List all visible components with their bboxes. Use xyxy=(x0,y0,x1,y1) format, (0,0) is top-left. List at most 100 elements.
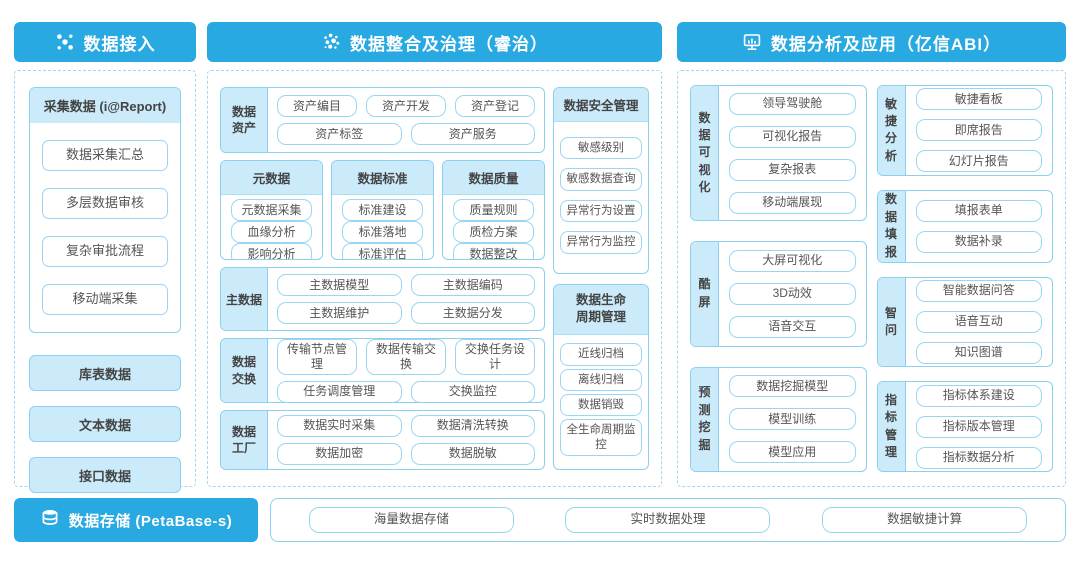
group-label: 智问 xyxy=(877,277,906,367)
group-title: 数据质量 xyxy=(443,161,544,196)
group-data-lifecycle: 数据生命周期管理 近线归档 离线归档 数据销毁 全生命周期监控 xyxy=(553,283,649,470)
group-data-standard: 数据标准 标准建设 标准落地 标准评估 xyxy=(331,160,434,261)
item-pill: 移动端采集 xyxy=(42,284,168,315)
item-pill: 指标版本管理 xyxy=(915,415,1042,438)
header-data-access: 数据接入 xyxy=(14,22,196,62)
item-pill: 数据加密 xyxy=(277,442,402,465)
item-pill: 血缘分析 xyxy=(231,221,312,244)
item-pill: 数据采集汇总 xyxy=(42,140,168,171)
item-pill: 主数据维护 xyxy=(277,302,402,325)
item-pill: 智能数据问答 xyxy=(915,279,1042,302)
group-data-exchange: 数据交换 传输节点管理 数据传输交换 交换任务设计 任务调度管理 交换监控 xyxy=(220,338,545,403)
group-title: 元数据 xyxy=(221,161,322,196)
item-pill: 即席报告 xyxy=(915,119,1042,142)
header-label: 数据整合及治理（睿治） xyxy=(350,34,548,54)
group-data-filling: 数据填报 填报表单 数据补录 xyxy=(876,189,1053,263)
item-pill: 知识图谱 xyxy=(915,341,1042,364)
item-pill: 语音交互 xyxy=(729,315,856,338)
group-master-data: 主数据 主数据模型 主数据编码 主数据维护 主数据分发 xyxy=(220,267,545,332)
item-pill: 敏捷看板 xyxy=(915,88,1042,111)
item-pill: 敏感数据查询 xyxy=(560,168,642,191)
group-visualization: 数据可视化 领导驾驶舱 可视化报告 复杂报表 移动端展现 xyxy=(690,85,867,221)
item-pill: 标准评估 xyxy=(342,243,423,260)
item-pill: 主数据编码 xyxy=(410,274,535,297)
item-pill: 复杂报表 xyxy=(729,158,856,181)
item-pill: 移动端展现 xyxy=(729,191,856,214)
group-data-asset: 数据资产 资产编目 资产开发 资产登记 资产标签 资产服务 xyxy=(220,87,545,154)
group-label: 酷屏 xyxy=(691,242,719,346)
item-pill: 模型训练 xyxy=(729,408,856,431)
dots-cluster-icon xyxy=(321,32,341,52)
panel-governance: 数据资产 资产编目 资产开发 资产登记 资产标签 资产服务 xyxy=(207,70,662,487)
item-pill: 数据整改 xyxy=(453,243,534,260)
item-pill: 交换任务设计 xyxy=(455,339,535,375)
item-pill: 质检方案 xyxy=(453,221,534,244)
network-dots-icon xyxy=(55,32,75,52)
item-pill: 敏感级别 xyxy=(560,137,642,160)
group-indicator-management: 指标管理 指标体系建设 指标版本管理 指标数据分析 xyxy=(876,381,1053,472)
item-pill: 大屏可视化 xyxy=(729,249,856,272)
item-pill: 数据敏捷计算 xyxy=(822,507,1028,533)
item-pill: 可视化报告 xyxy=(729,125,856,148)
item-pill: 填报表单 xyxy=(915,199,1042,222)
item-pill: 异常行为监控 xyxy=(560,231,642,254)
group-label: 数据交换 xyxy=(221,339,268,402)
item-pill: 元数据采集 xyxy=(231,199,312,222)
data-source-box: 文本数据 xyxy=(29,406,181,442)
item-pill: 主数据分发 xyxy=(410,302,535,325)
item-pill: 资产登记 xyxy=(455,95,535,118)
item-pill: 资产服务 xyxy=(410,123,535,146)
data-source-box: 库表数据 xyxy=(29,355,181,391)
item-pill: 实时数据处理 xyxy=(565,507,771,533)
item-pill: 模型应用 xyxy=(729,441,856,464)
panel-data-access: 采集数据 (i@Report) 数据采集汇总 多层数据审核 复杂审批流程 移动端… xyxy=(14,70,196,493)
header-analysis: 数据分析及应用（亿信ABI） xyxy=(677,22,1066,62)
item-pill: 任务调度管理 xyxy=(277,380,402,402)
item-pill: 离线归档 xyxy=(560,368,642,392)
group-title: 采集数据 (i@Report) xyxy=(30,88,180,123)
group-data-security: 数据安全管理 敏感级别 敏感数据查询 异常行为设置 异常行为监控 xyxy=(553,87,649,274)
group-label: 数据填报 xyxy=(877,190,906,262)
group-label: 预测挖掘 xyxy=(691,367,719,471)
item-pill: 数据清洗转换 xyxy=(410,414,535,437)
group-predictive-mining: 预测挖掘 数据挖掘模型 模型训练 模型应用 xyxy=(690,366,867,472)
item-pill: 3D动效 xyxy=(729,282,856,305)
item-pill: 异常行为设置 xyxy=(560,199,642,223)
header-label: 数据接入 xyxy=(83,34,156,54)
item-pill: 数据脱敏 xyxy=(410,442,535,465)
item-pill: 数据销毁 xyxy=(560,394,642,417)
panels-row: 采集数据 (i@Report) 数据采集汇总 多层数据审核 复杂审批流程 移动端… xyxy=(14,70,1066,493)
storage-row: 数据存储 (PetaBase-s) 海量数据存储 实时数据处理 数据敏捷计算 xyxy=(14,498,1066,542)
group-label: 指标管理 xyxy=(877,382,906,471)
group-cool-screen: 酷屏 大屏可视化 3D动效 语音交互 xyxy=(690,241,867,347)
item-pill: 传输节点管理 xyxy=(277,339,357,375)
item-pill: 复杂审批流程 xyxy=(42,236,168,267)
header-label: 数据存储 (PetaBase-s) xyxy=(68,512,233,530)
item-pill: 主数据模型 xyxy=(277,274,402,297)
item-pill: 数据挖掘模型 xyxy=(729,375,856,398)
group-title: 数据生命周期管理 xyxy=(554,284,648,335)
group-body: 数据采集汇总 多层数据审核 复杂审批流程 移动端采集 xyxy=(30,123,180,332)
header-row: 数据接入 数据整合及治理（睿治） xyxy=(14,22,1066,62)
group-agile-analysis: 敏捷分析 敏捷看板 即席报告 幻灯片报告 xyxy=(876,85,1053,176)
item-pill: 领导驾驶舱 xyxy=(729,92,856,115)
group-title: 数据标准 xyxy=(332,161,433,196)
group-collect-data: 采集数据 (i@Report) 数据采集汇总 多层数据审核 复杂审批流程 移动端… xyxy=(29,87,181,333)
item-pill: 资产开发 xyxy=(366,95,446,118)
item-pill: 近线归档 xyxy=(560,343,642,366)
group-data-factory: 数据工厂 数据实时采集 数据清洗转换 数据加密 数据脱敏 xyxy=(220,409,545,470)
item-pill: 资产标签 xyxy=(277,123,402,146)
header-label: 数据分析及应用（亿信ABI） xyxy=(770,34,1002,54)
item-pill: 语音互动 xyxy=(915,310,1042,333)
item-pill: 交换监控 xyxy=(410,380,535,402)
header-data-storage: 数据存储 (PetaBase-s) xyxy=(14,498,258,542)
panel-analysis: 数据可视化 领导驾驶舱 可视化报告 复杂报表 移动端展现 酷屏 大屏可视化 3D… xyxy=(677,70,1066,487)
group-label: 主数据 xyxy=(221,268,268,331)
data-source-box: 接口数据 xyxy=(29,457,181,493)
group-label: 数据工厂 xyxy=(221,410,268,469)
group-label: 敏捷分析 xyxy=(877,86,906,175)
item-pill: 质量规则 xyxy=(453,199,534,222)
database-icon xyxy=(40,508,60,532)
item-pill: 指标体系建设 xyxy=(915,384,1042,407)
